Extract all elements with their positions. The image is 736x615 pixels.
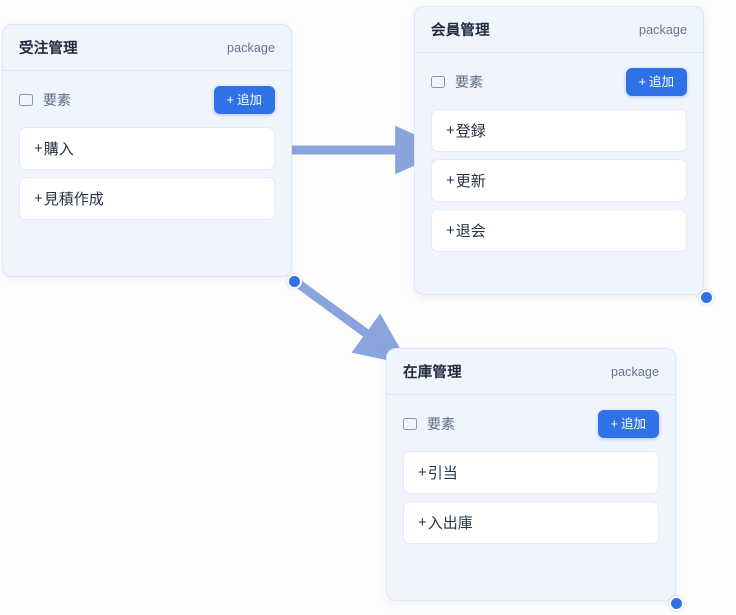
add-element-label: 追加 [620, 416, 646, 431]
package-body: 要素 +追加 +購入 +見積作成 [3, 71, 291, 236]
element-label: 退会 [455, 223, 486, 240]
element-item[interactable]: +退会 [431, 209, 687, 252]
anchor-kaiin-bottom-right[interactable] [699, 290, 714, 305]
plus-icon: + [34, 190, 43, 207]
plus-icon: + [226, 92, 234, 107]
package-card-juchu[interactable]: 受注管理 package 要素 +追加 +購入 +見積作成 [2, 24, 292, 277]
anchor-zaiko-bottom-right[interactable] [669, 596, 684, 611]
package-stereotype: package [227, 40, 275, 55]
element-item[interactable]: +登録 [431, 109, 687, 152]
package-body: 要素 +追加 +引当 +入出庫 [387, 395, 675, 560]
element-item[interactable]: +購入 [19, 127, 275, 170]
element-label: 見積作成 [43, 191, 104, 208]
plus-icon: + [446, 222, 455, 239]
package-header: 受注管理 package [3, 25, 291, 71]
plus-icon: + [446, 172, 455, 189]
section-label: 要素 [427, 416, 455, 432]
plus-icon: + [446, 122, 455, 139]
section-left: 要素 [431, 72, 483, 92]
plus-icon: + [610, 416, 618, 431]
add-element-button[interactable]: +追加 [213, 85, 275, 115]
add-element-button[interactable]: +追加 [597, 409, 659, 439]
element-label: 購入 [43, 141, 74, 158]
elements-section-row: 要素 +追加 [403, 409, 659, 439]
connector-juchu-to-zaiko[interactable] [293, 278, 410, 365]
package-body: 要素 +追加 +登録 +更新 +退会 [415, 53, 703, 268]
element-label: 更新 [455, 173, 486, 190]
square-outline-icon [431, 76, 445, 88]
section-label: 要素 [455, 74, 483, 90]
add-element-button[interactable]: +追加 [625, 67, 687, 97]
package-stereotype: package [611, 364, 659, 379]
element-list: +購入 +見積作成 [19, 127, 275, 220]
package-stereotype: package [639, 22, 687, 37]
package-header: 在庫管理 package [387, 349, 675, 395]
plus-icon: + [638, 74, 646, 89]
plus-icon: + [34, 140, 43, 157]
package-title: 会員管理 [431, 23, 490, 39]
element-list: +引当 +入出庫 [403, 451, 659, 544]
square-outline-icon [403, 418, 417, 430]
elements-section-row: 要素 +追加 [431, 67, 687, 97]
element-label: 登録 [455, 123, 486, 140]
element-label: 入出庫 [427, 515, 473, 532]
element-item[interactable]: +見積作成 [19, 177, 275, 220]
element-list: +登録 +更新 +退会 [431, 109, 687, 252]
element-item[interactable]: +更新 [431, 159, 687, 202]
section-left: 要素 [19, 90, 71, 110]
add-element-label: 追加 [648, 74, 674, 89]
section-label: 要素 [43, 92, 71, 108]
package-title: 受注管理 [19, 41, 78, 57]
element-item[interactable]: +引当 [403, 451, 659, 494]
elements-section-row: 要素 +追加 [19, 85, 275, 115]
add-element-label: 追加 [236, 92, 262, 107]
package-title: 在庫管理 [403, 365, 462, 381]
anchor-juchu-bottom-right[interactable] [287, 274, 302, 289]
package-header: 会員管理 package [415, 7, 703, 53]
plus-icon: + [418, 514, 427, 531]
element-item[interactable]: +入出庫 [403, 501, 659, 544]
square-outline-icon [19, 94, 33, 106]
package-card-kaiin[interactable]: 会員管理 package 要素 +追加 +登録 +更新 [414, 6, 704, 295]
element-label: 引当 [427, 465, 458, 482]
section-left: 要素 [403, 414, 455, 434]
plus-icon: + [418, 464, 427, 481]
package-card-zaiko[interactable]: 在庫管理 package 要素 +追加 +引当 +入出庫 [386, 348, 676, 601]
